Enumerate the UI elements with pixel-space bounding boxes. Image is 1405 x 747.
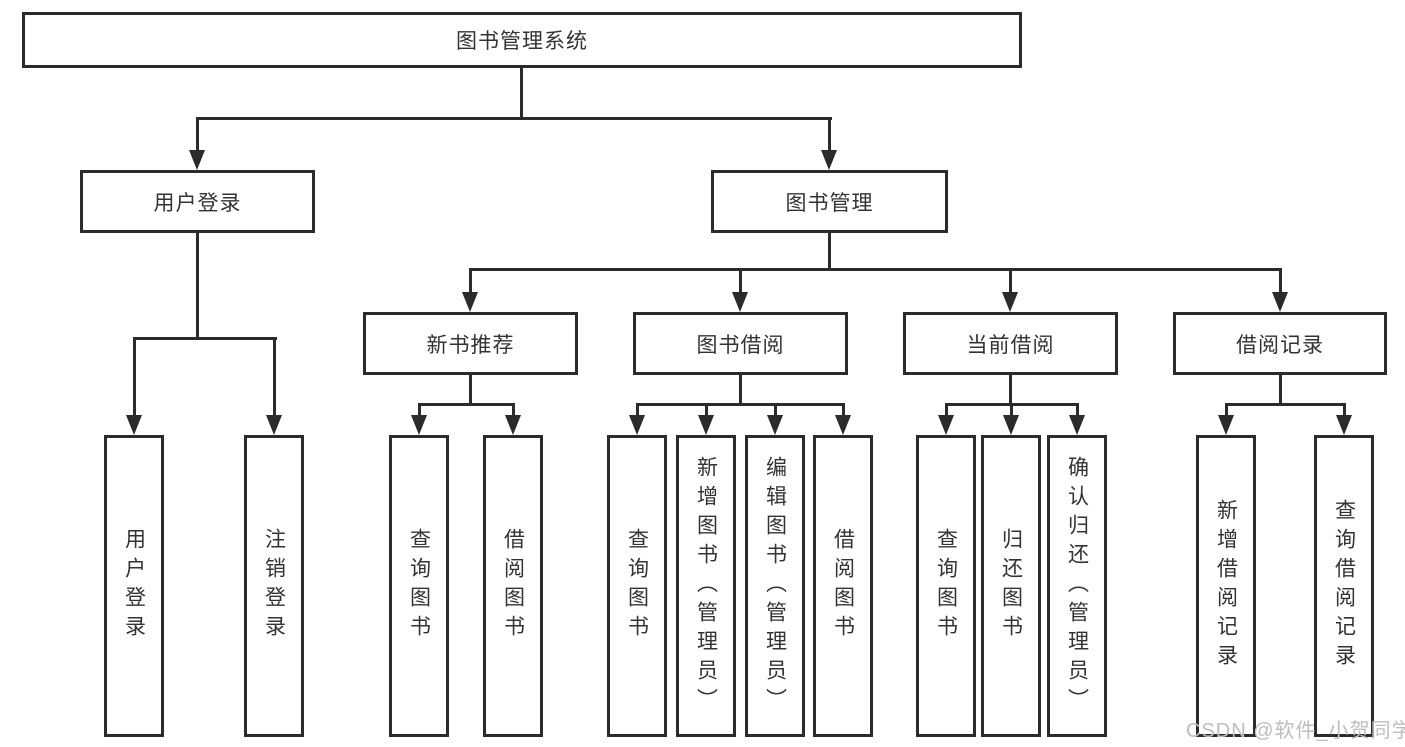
connector-line: [739, 375, 742, 406]
leaf-node-logout: 注销登录: [244, 435, 304, 737]
branch-node-user-login: 用户登录: [80, 170, 315, 233]
category-node-label: 新书推荐: [426, 333, 515, 357]
leaf-node-query-books-borrow: 查询图书: [607, 435, 667, 737]
leaf-node-add-borrow-record: 新增借阅记录: [1196, 435, 1256, 737]
connector-line: [469, 268, 1282, 271]
connector-line: [418, 403, 421, 417]
connector-line: [520, 68, 523, 120]
category-node-new-book-recommend: 新书推荐: [363, 312, 578, 375]
leaf-node-edit-books-admin: 编辑图书（管理员）: [745, 435, 805, 737]
branch-node-label: 用户登录: [153, 191, 242, 215]
connector-line: [636, 403, 639, 417]
branch-node-book-management: 图书管理: [711, 170, 948, 233]
connector-line: [842, 403, 845, 417]
connector-line: [469, 375, 472, 406]
arrow-down-icon: [1336, 415, 1352, 435]
branch-node-label: 图书管理: [785, 191, 874, 215]
connector-line: [418, 403, 515, 406]
arrow-down-icon: [732, 292, 748, 312]
category-node-label: 当前借阅: [966, 333, 1055, 357]
leaf-node-label: 注销登录: [262, 528, 286, 644]
connector-line: [1279, 375, 1282, 406]
connector-line: [705, 403, 708, 417]
arrow-down-icon: [411, 415, 427, 435]
connector-line: [1225, 403, 1346, 406]
connector-line: [828, 117, 831, 153]
arrow-down-icon: [1218, 415, 1234, 435]
category-node-current-borrow: 当前借阅: [903, 312, 1118, 375]
leaf-node-label: 查询图书: [625, 528, 649, 644]
arrow-down-icon: [1002, 292, 1018, 312]
category-node-book-borrow: 图书借阅: [633, 312, 848, 375]
leaf-node-label: 用户登录: [122, 528, 146, 644]
category-node-borrow-records: 借阅记录: [1173, 312, 1387, 375]
leaf-node-label: 查询借阅记录: [1332, 499, 1356, 673]
connector-line: [469, 268, 472, 296]
leaf-node-add-books-admin: 新增图书（管理员）: [676, 435, 736, 737]
connector-line: [1343, 403, 1346, 417]
connector-line: [774, 403, 777, 417]
connector-line: [1225, 403, 1228, 417]
leaf-node-label: 查询图书: [407, 528, 431, 644]
leaf-node-label: 查询图书: [934, 528, 958, 644]
leaf-node-label: 确认归还（管理员）: [1065, 455, 1089, 717]
connector-line: [1009, 268, 1012, 296]
leaf-node-label: 借阅图书: [501, 528, 525, 644]
arrow-down-icon: [835, 415, 851, 435]
leaf-node-label: 新增借阅记录: [1214, 499, 1238, 673]
arrow-down-icon: [1069, 415, 1085, 435]
arrow-down-icon: [462, 292, 478, 312]
leaf-node-query-books-current: 查询图书: [916, 435, 976, 737]
leaf-node-borrow-books: 借阅图书: [813, 435, 873, 737]
connector-line: [196, 117, 832, 120]
leaf-node-confirm-return-admin: 确认归还（管理员）: [1047, 435, 1107, 737]
connector-line: [196, 233, 199, 340]
connector-line: [133, 337, 277, 340]
leaf-node-query-borrow-record: 查询借阅记录: [1314, 435, 1374, 737]
arrow-down-icon: [505, 415, 521, 435]
arrow-down-icon: [938, 415, 954, 435]
arrow-down-icon: [698, 415, 714, 435]
leaf-node-label: 归还图书: [999, 528, 1023, 644]
connector-line: [636, 403, 845, 406]
arrow-down-icon: [189, 150, 205, 170]
arrow-down-icon: [821, 150, 837, 170]
connector-line: [1076, 403, 1079, 417]
leaf-node-borrow-books-recommend: 借阅图书: [483, 435, 543, 737]
connector-line: [512, 403, 515, 417]
leaf-node-label: 新增图书（管理员）: [694, 455, 718, 717]
category-node-label: 借阅记录: [1236, 333, 1324, 357]
leaf-node-query-books-recommend: 查询图书: [389, 435, 449, 737]
leaf-node-user-login: 用户登录: [104, 435, 164, 737]
connector-line: [945, 403, 948, 417]
connector-line: [1010, 403, 1013, 417]
watermark: CSDN @软件_小贺同学: [1186, 720, 1405, 742]
arrow-down-icon: [126, 415, 142, 435]
leaf-node-label: 编辑图书（管理员）: [763, 455, 787, 717]
arrow-down-icon: [767, 415, 783, 435]
arrow-down-icon: [266, 415, 282, 435]
connector-line: [196, 117, 199, 153]
connector-line: [1009, 375, 1012, 406]
connector-line: [1279, 268, 1282, 296]
connector-line: [828, 233, 831, 271]
arrow-down-icon: [1272, 292, 1288, 312]
root-node: 图书管理系统: [22, 12, 1022, 68]
arrow-down-icon: [1003, 415, 1019, 435]
category-node-label: 图书借阅: [696, 333, 785, 357]
connector-line: [273, 337, 276, 417]
root-node-label: 图书管理系统: [456, 30, 588, 53]
connector-line: [739, 268, 742, 296]
leaf-node-label: 借阅图书: [831, 528, 855, 644]
arrow-down-icon: [629, 415, 645, 435]
connector-line: [133, 337, 136, 417]
leaf-node-return-books: 归还图书: [981, 435, 1041, 737]
